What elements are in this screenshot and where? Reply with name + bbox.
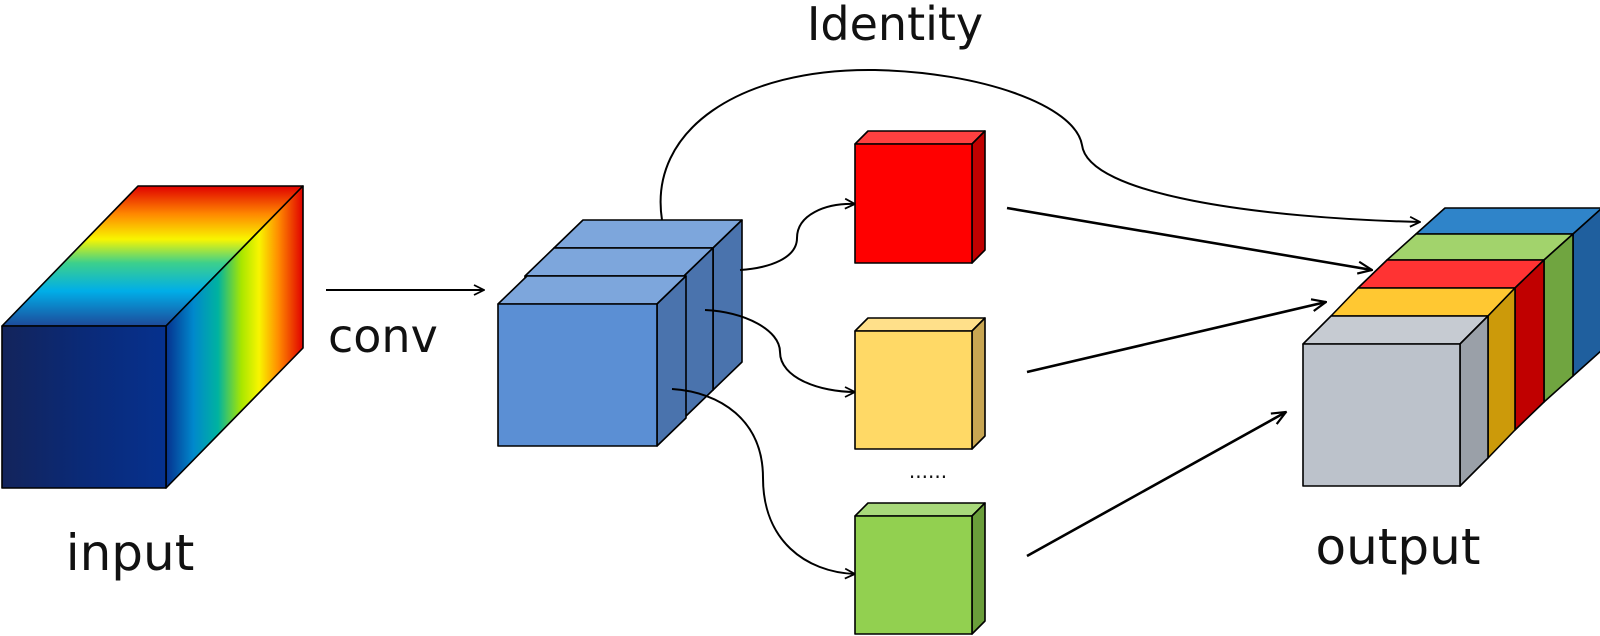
identity-label: Identity	[807, 0, 983, 51]
conv-slice-front	[497, 275, 687, 447]
input-label: input	[66, 524, 195, 582]
branch-connector-yellow	[704, 309, 855, 392]
branch-cube-yellow	[854, 317, 986, 450]
identity-connection	[659, 68, 1420, 222]
ellipsis-label: ......	[909, 459, 947, 483]
output-slice-blue	[1415, 207, 1600, 377]
output-stack	[1302, 207, 1600, 487]
input-cube-front	[1, 325, 167, 489]
conv-label: conv	[328, 309, 438, 363]
output-label: output	[1316, 518, 1481, 576]
branch-connector-red	[739, 204, 855, 271]
branch-cube-green	[854, 502, 986, 635]
red-to-output-arrow	[1006, 206, 1372, 270]
green-to-output-arrow	[1026, 412, 1286, 558]
conv-feature-stack	[497, 219, 743, 447]
yellow-to-output-arrow	[1026, 302, 1326, 374]
input-cube	[1, 185, 304, 489]
output-slice-gray	[1302, 315, 1489, 487]
branch-connector-green	[671, 388, 855, 574]
branch-cube-red	[854, 130, 986, 264]
